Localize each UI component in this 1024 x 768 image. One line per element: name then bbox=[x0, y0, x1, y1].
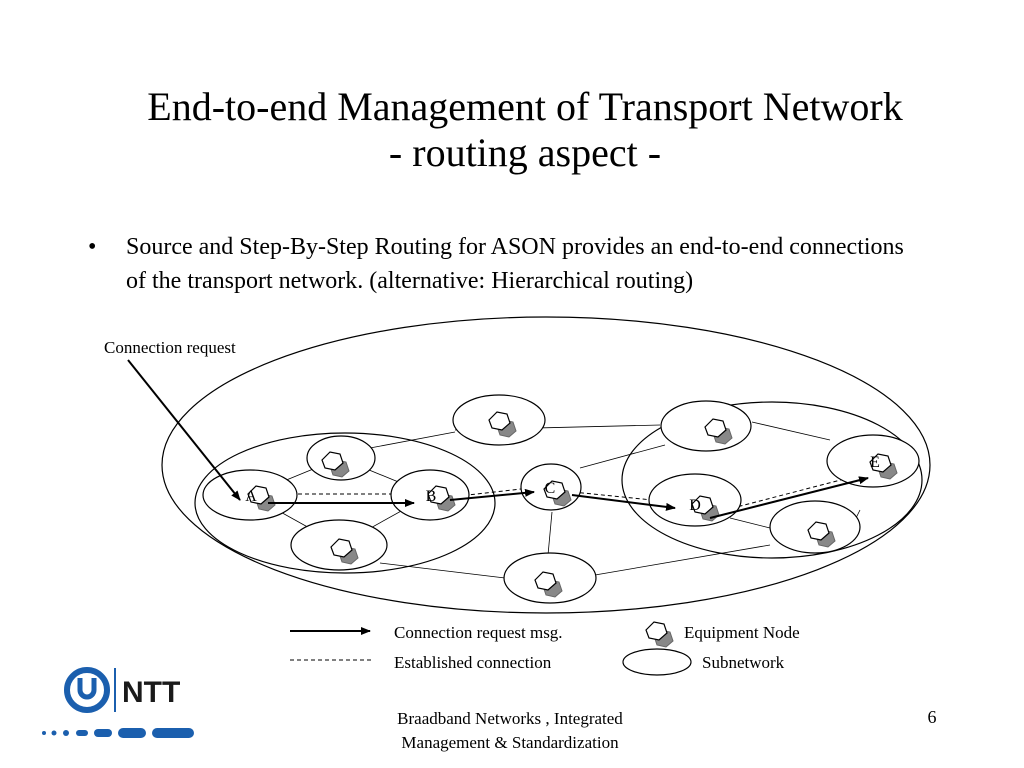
right-subnetwork bbox=[621, 401, 923, 559]
title-line-2: - routing aspect - bbox=[388, 130, 662, 175]
legend-request-label: Connection request msg. bbox=[394, 623, 563, 642]
page-number: 6 bbox=[927, 707, 937, 727]
logo-text: NTT bbox=[122, 676, 180, 709]
node-a-label: A bbox=[245, 488, 257, 505]
slide-title: End-to-end Management of Transport Netwo… bbox=[40, 84, 1010, 176]
logo-inner-mark bbox=[77, 678, 97, 700]
legend-subnetwork-ellipse bbox=[622, 648, 692, 676]
node-e-label: E bbox=[870, 454, 880, 471]
left-subnetwork bbox=[194, 432, 496, 574]
logo-dot-trail bbox=[42, 728, 194, 738]
node-d-label: D bbox=[689, 497, 701, 514]
ntt-logo-mark: NTT bbox=[42, 667, 194, 738]
slide-footer: Braadband Networks , Integrated Manageme… bbox=[350, 707, 670, 755]
node-c-label: C bbox=[545, 480, 556, 497]
bullet-text: Source and Step-By-Step Routing for ASON… bbox=[126, 234, 904, 294]
node-b-label: B bbox=[426, 488, 437, 505]
outer-network-ellipse bbox=[161, 316, 931, 614]
logo-ring bbox=[64, 667, 110, 713]
legend: Connection request msg. Established conn… bbox=[290, 621, 800, 676]
footer-line-1: Braadband Networks , Integrated bbox=[397, 709, 623, 728]
ntt-logo: NTT bbox=[30, 660, 220, 755]
title-line-1: End-to-end Management of Transport Netwo… bbox=[147, 84, 903, 129]
legend-established-label: Established connection bbox=[394, 653, 552, 672]
connection-request-arrows bbox=[127, 359, 869, 519]
bullet-dot: • bbox=[88, 234, 97, 260]
footer-line-2: Management & Standardization bbox=[401, 733, 619, 752]
legend-equipment-node-icon bbox=[645, 621, 674, 648]
legend-subnetwork-label: Subnetwork bbox=[702, 653, 785, 672]
legend-equipment-label: Equipment Node bbox=[684, 623, 800, 642]
connection-request-label: Connection request bbox=[104, 338, 236, 357]
